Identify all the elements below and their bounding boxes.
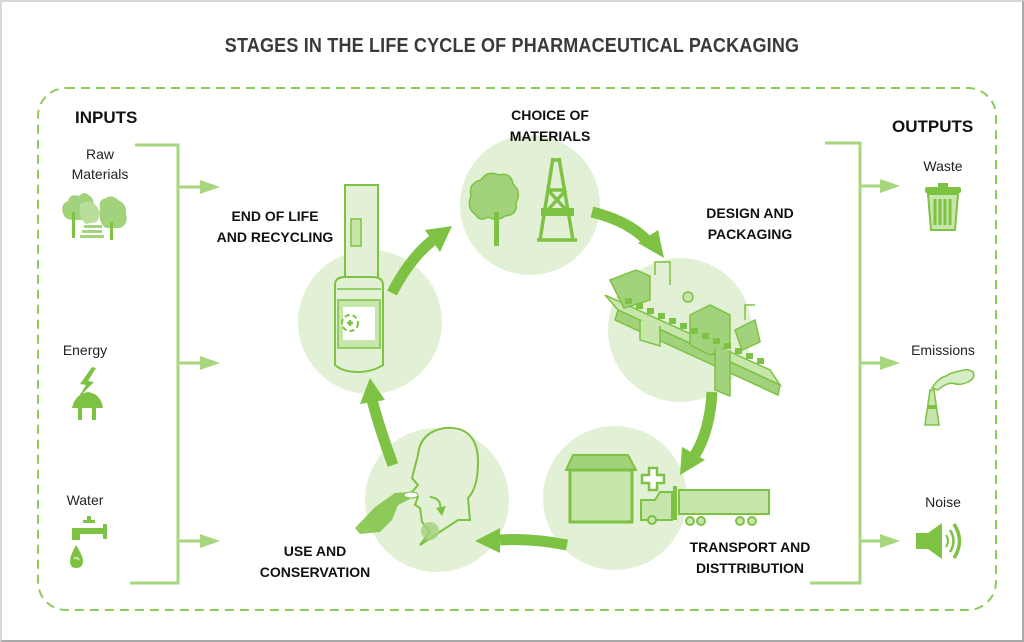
dashed-boundary [37, 87, 997, 611]
output-label-waste: Waste [923, 158, 963, 174]
input-label-water: Water [66, 492, 104, 508]
stage-label-line1: TRANSPORT AND [689, 539, 811, 555]
stage-label-line1: USE AND [283, 543, 347, 559]
person-taking-pill-icon [355, 426, 480, 546]
cycle-arrow-use-to-end [360, 378, 399, 467]
cycle-arrow-transport-to-use [475, 528, 569, 553]
input-arrow-2 [178, 356, 220, 370]
input-arrow-1 [178, 180, 220, 194]
stage-label-line1: END OF LIFE [231, 208, 319, 224]
output-arrow-2 [860, 356, 900, 370]
output-arrow-1 [860, 179, 900, 193]
inputs-heading: INPUTS [75, 108, 138, 127]
trash-bin-icon [925, 183, 961, 231]
cycle-arrow-end-to-choice [387, 226, 452, 296]
stage-label-line1: CHOICE OF [511, 107, 589, 123]
water-tap-icon [70, 516, 107, 568]
stage-label-design-and-packaging: DESIGN AND PACKAGING [680, 203, 820, 245]
stage-label-choice-of-materials: CHOICE OF MATERIALS [475, 105, 625, 147]
chimney-smoke-icon [924, 368, 975, 426]
tree-and-oil-rig-icon [468, 157, 577, 246]
cycle-arrow-design-to-transport [680, 391, 718, 475]
diagram-title: STAGES IN THE LIFE CYCLE OF PHARMACEUTIC… [224, 35, 800, 57]
output-label-noise: Noise [925, 494, 961, 510]
stage-label-line2: AND RECYCLING [216, 229, 334, 245]
packaging-machine-icon [604, 261, 783, 398]
input-label-energy: Energy [62, 342, 108, 358]
input-arrow-3 [178, 534, 220, 548]
stage-label-transport-and-distribution: TRANSPORT AND DISTTRIBUTION [675, 537, 825, 579]
input-label-raw-materials-line2: Materials [71, 166, 129, 182]
cycle-arrow-choice-to-design [590, 206, 664, 258]
stage-label-use-and-conservation: USE AND CONSERVATION [240, 541, 390, 583]
trees-icon [62, 193, 127, 240]
input-label-raw-materials: Raw Materials [55, 144, 145, 184]
stage-label-line2: CONSERVATION [259, 564, 371, 580]
output-arrow-3 [860, 534, 900, 548]
recycling-bin-icon [334, 184, 384, 374]
stage-label-line1: DESIGN AND [706, 205, 794, 221]
stage-label-line2: PACKAGING [707, 226, 793, 242]
inputs-bracket [130, 143, 180, 585]
output-label-emissions: Emissions [911, 342, 975, 358]
electric-plug-icon [72, 367, 103, 420]
input-label-raw-materials-line1: Raw [85, 146, 114, 162]
warehouse-truck-icon [564, 454, 770, 526]
stage-label-end-of-life-and-recycling: END OF LIFE AND RECYCLING [205, 206, 345, 248]
stage-label-line2: DISTTRIBUTION [695, 560, 805, 576]
speaker-sound-icon [916, 523, 962, 559]
outputs-heading: OUTPUTS [892, 117, 974, 136]
stage-label-line2: MATERIALS [509, 128, 591, 144]
